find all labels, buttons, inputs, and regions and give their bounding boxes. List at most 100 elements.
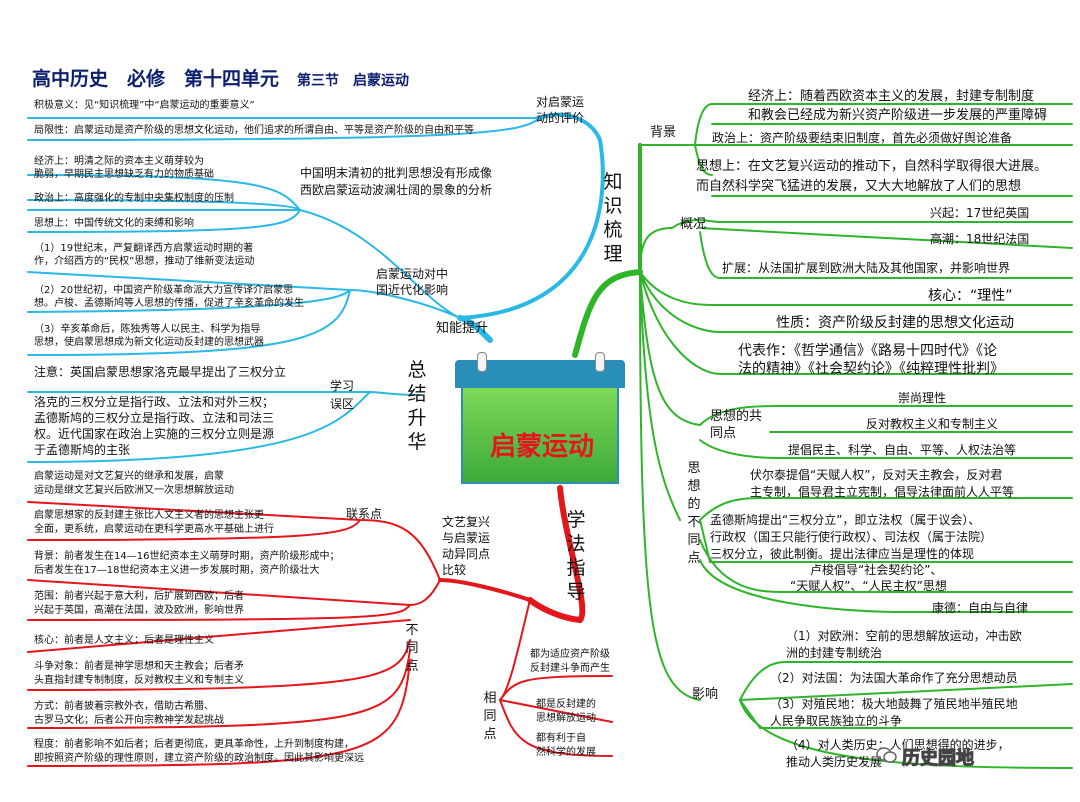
- node-common-points: 思想的共同点: [710, 409, 763, 441]
- connection-1-line2: 运动是继文艺复兴后欧洲又一次思想解放运动: [34, 485, 234, 496]
- node-compare-line4: 比较: [442, 563, 467, 577]
- diff-scope-line1: 范围：前者兴起于意大利，后扩展到西欧；后者: [34, 591, 244, 602]
- same-1-line1: 都为适应资产阶级: [530, 649, 610, 660]
- works-line2: 法的精神》《社会契约论》《纯粹理性批判》: [738, 361, 1004, 377]
- node-china-analysis-line1: 中国明末清初的批判思想没有形成像: [300, 166, 493, 180]
- page-title-sub: 第三节 启蒙运动: [297, 73, 410, 89]
- overview-expand: 扩展：从法国扩展到欧洲大陆及其他国家，并影响世界: [722, 261, 1011, 275]
- common-democracy: 提倡民主、科学、自由、平等、人权法治等: [788, 443, 1017, 457]
- branch-summary: 总结升华: [407, 359, 427, 453]
- bg-economy-line1: 经济上：随着西欧资本主义的发展，封建专制制度: [748, 89, 1035, 104]
- connection-2-line1: 启蒙思想家的反封建主张比人文主义者的思想主张更: [34, 510, 264, 521]
- node-core: 核心：“理性”: [928, 288, 1013, 304]
- same-3-line1: 都有利于自: [536, 733, 586, 744]
- diff-background-line2: 后者发生在17—18世纪资本主义进一步发展时期，资产阶级壮大: [34, 565, 320, 576]
- modern-2-line1: （2）20世纪初，中国资产阶级革命派大力宣传译介启蒙思: [34, 285, 294, 296]
- bg-thought-line2: 而自然科学突飞猛进的发展，又大大地解放了人们的思想: [696, 179, 1022, 194]
- misconception-line4: 于孟德斯鸠的主张: [34, 443, 131, 457]
- calendar-header: [455, 352, 625, 388]
- node-connection: 联系点: [346, 507, 383, 521]
- misconception-line2: 孟德斯鸠的三权分立是指行政、立法和司法三: [34, 411, 275, 425]
- central-topic-label: 启蒙运动: [489, 432, 594, 462]
- branch-knowledge: 知识梳理: [603, 171, 623, 265]
- wechat-icon: [876, 747, 897, 763]
- diff-target-line1: 斗争对象：前者是神学思想和天主教会；后者矛: [34, 661, 244, 672]
- node-similarities: 相同点: [483, 691, 497, 742]
- node-overview: 概况: [680, 217, 707, 232]
- china-thought: 思想上：中国传统文化的束缚和影响: [34, 218, 194, 229]
- diff-method-line1: 方式：前者披着宗教外衣，借助古希腊、: [34, 701, 214, 712]
- overview-rise: 兴起：17世纪英国: [930, 206, 1030, 220]
- influence-history-line2: 推动人类历史发展: [786, 755, 883, 769]
- modern-1-line2: 作，介绍西方的“民权”思想，推动了维新变法运动: [34, 256, 255, 267]
- kant: 康德：自由与自律: [932, 601, 1029, 615]
- calendar-body: 启蒙运动: [461, 386, 619, 484]
- china-politics: 政治上：高度强化的专制中央集权制度的压制: [34, 193, 234, 204]
- voltaire-line1: 伏尔泰提倡“天赋人权”，反对天主教会，反对君: [750, 468, 1003, 482]
- page-title-main: 高中历史 必修 第十四单元: [32, 68, 280, 90]
- node-compare-line3: 动异同点: [442, 547, 491, 561]
- bg-thought-line1: 思想上：在文艺复兴运动的推动下，自然科学取得很大进展。: [696, 159, 1048, 174]
- modern-2-line2: 想。卢梭、孟德斯鸠等人思想的传播，促进了辛亥革命的发生: [34, 298, 304, 309]
- node-compare-line1: 文艺复兴: [442, 515, 491, 529]
- diff-scope-line2: 兴起于英国，高潮在法国，波及欧洲，影响世界: [34, 605, 244, 616]
- central-topic: 启蒙运动: [455, 352, 625, 488]
- node-ability: 知能提升: [436, 321, 489, 336]
- voltaire-line2: 主专制，倡导君主立宪制，倡导法律面前人人平等: [750, 485, 1015, 499]
- node-modernization-line2: 国近代化影响: [376, 283, 449, 297]
- influence-colony-line2: 人民争取民族独立的斗争: [770, 714, 903, 728]
- influence-europe-line1: （1）对欧洲：空前的思想解放运动，冲击欧: [786, 629, 1022, 643]
- modern-3-line2: 思想，使启蒙思想成为新文化运动反封建的思想武器: [34, 337, 264, 348]
- calendar-ring-icon: [595, 352, 605, 372]
- bg-politics: 政治上：资产阶级要结束旧制度，首先必须做好舆论准备: [712, 131, 1013, 145]
- misconception-line1: 洛克的三权分立是指行政、立法和对外三权；: [34, 395, 275, 409]
- modern-3-line1: （3）辛亥革命后，陈独秀等人以民主、科学为指导: [34, 324, 261, 335]
- page-title: 高中历史 必修 第十四单元 第三节 启蒙运动: [32, 64, 409, 91]
- montesquieu-line3: 三权分立，彼此制衡。提出法律应当是理性的体现: [710, 547, 975, 561]
- node-china-analysis-line2: 西欧启蒙运动波澜壮阔的景象的分析: [300, 183, 493, 197]
- bg-economy-line2: 和教会已经成为新兴资产阶级进一步发展的严重障碍: [748, 108, 1048, 123]
- modern-1-line1: （1）19世纪末，严复翻译西方启蒙运动时期的著: [34, 243, 254, 254]
- connection-1-line1: 启蒙运动是对文艺复兴的继承和发展，启蒙: [34, 471, 224, 482]
- montesquieu-line2: 行政权（国王只能行使行政权）、司法权（属于法院）: [710, 530, 993, 544]
- node-differences: 不同点: [405, 623, 419, 674]
- misconception-line3: 权。近代国家在政治上实施的三权分立则是源: [34, 427, 275, 441]
- node-background: 背景: [650, 125, 677, 140]
- node-evaluation-line1: 对启蒙运: [536, 95, 585, 109]
- common-reason: 崇尚理性: [898, 391, 947, 405]
- node-nature: 性质：资产阶级反封建的思想文化运动: [776, 315, 1014, 331]
- montesquieu-line1: 孟德斯鸠提出“三权分立”，即立法权（属于议会）、: [710, 513, 981, 527]
- node-different-points: 思想的不同点: [687, 461, 701, 566]
- influence-colony-line1: （3）对殖民地：极大地鼓舞了殖民地半殖民地: [770, 697, 1018, 711]
- node-modernization-line1: 启蒙运动对中: [376, 267, 449, 281]
- overview-peak: 高潮：18世纪法国: [930, 232, 1030, 246]
- misconception-note: 注意：英国启蒙思想家洛克最早提出了三权分立: [34, 365, 287, 379]
- watermark: 历史园地: [902, 748, 975, 770]
- diff-core: 核心：前者是人文主义；后者是理性主义: [34, 635, 214, 646]
- rousseau-line1: 卢梭倡导“社会契约论”、: [810, 563, 943, 577]
- calendar-ring-icon: [477, 352, 487, 372]
- rousseau-line2: “天赋人权”、“人民主权”思想: [790, 579, 947, 593]
- branch-method: 学法指导: [566, 509, 586, 603]
- node-compare-line2: 与启蒙运: [442, 531, 491, 545]
- node-misconception-line1: 学习: [330, 379, 355, 393]
- node-misconception-line2: 误区: [330, 397, 355, 411]
- same-3-line2: 然科学的发展: [536, 747, 596, 758]
- same-1-line2: 反封建斗争而产生: [530, 663, 610, 674]
- common-anti-autocracy: 反对教权主义和专制主义: [866, 417, 999, 431]
- influence-europe-line2: 洲的封建专制统治: [786, 646, 883, 660]
- same-2-line2: 思想解放运动: [536, 713, 596, 724]
- node-influence: 影响: [692, 687, 719, 702]
- diff-background-line1: 背景：前者发生在14—16世纪资本主义萌芽时期，资产阶级形成中；: [34, 551, 340, 562]
- diff-degree-line2: 即按照资产阶级的理性原则，建立资产阶级的政治制度。因此其影响更深远: [34, 753, 364, 764]
- influence-france: （2）对法国：为法国大革命作了充分思想动员: [770, 671, 1018, 685]
- eval-positive: 积极意义：见“知识梳理”中“启蒙运动的重要意义”: [34, 100, 255, 111]
- connection-2-line2: 全面，更系统，启蒙运动在更科学更高水平基础上进行: [34, 524, 274, 535]
- influence-history-line1: （4）对人类历史：人们思想得的的进步，: [786, 738, 1010, 752]
- node-evaluation-line2: 动的评价: [536, 111, 585, 125]
- same-2-line1: 都是反封建的: [536, 699, 596, 710]
- diff-target-line2: 头直指封建专制制度，反对教权主义和专制主义: [34, 675, 244, 686]
- china-economy-line2: 脆弱，早期民主思想缺乏有力的物质基础: [34, 169, 214, 180]
